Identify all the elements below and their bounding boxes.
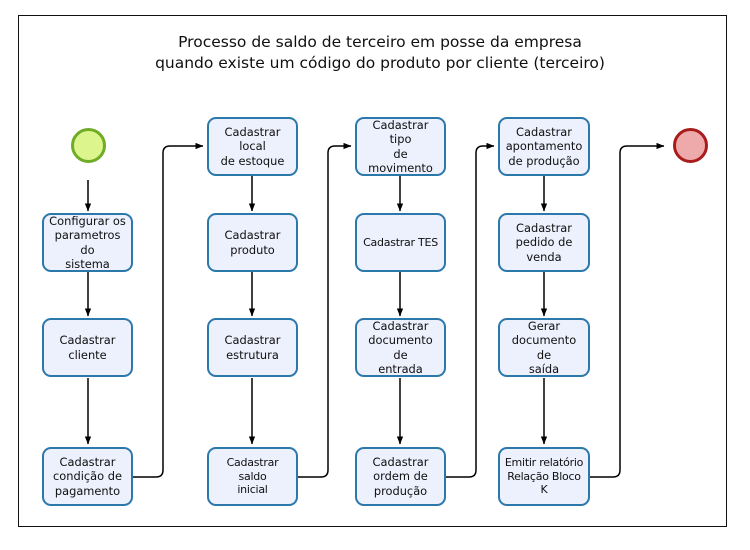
node-cadastrar-cliente[interactable]: Cadastrar cliente: [42, 318, 133, 377]
end-event[interactable]: [673, 128, 708, 163]
node-cadastrar-saldo-inicial[interactable]: Cadastrar saldo inicial: [207, 447, 298, 506]
node-cadastrar-tipo-movimento[interactable]: Cadastrar tipo de movimento: [355, 117, 446, 176]
node-emitir-relatorio-bloco-k[interactable]: Emitir relatório Relação Bloco K: [498, 447, 590, 506]
node-cadastrar-tes[interactable]: Cadastrar TES: [355, 213, 446, 272]
node-cadastrar-ordem-producao[interactable]: Cadastrar ordem de produção: [355, 447, 446, 506]
node-gerar-documento-saida[interactable]: Gerar documento de saída: [498, 318, 590, 377]
node-cadastrar-local-estoque[interactable]: Cadastrar local de estoque: [207, 117, 298, 176]
node-cadastrar-documento-entrada[interactable]: Cadastrar documento de entrada: [355, 318, 446, 377]
start-event[interactable]: [71, 128, 106, 163]
node-cadastrar-condicao-pagamento[interactable]: Cadastrar condição de pagamento: [42, 447, 133, 506]
node-configurar-parametros[interactable]: Configurar os parametros do sistema: [42, 213, 133, 272]
node-cadastrar-apontamento-producao[interactable]: Cadastrar apontamento de produção: [498, 117, 590, 176]
node-cadastrar-produto[interactable]: Cadastrar produto: [207, 213, 298, 272]
page-title: Processo de saldo de terceiro em posse d…: [155, 33, 605, 72]
node-cadastrar-pedido-venda[interactable]: Cadastrar pedido de venda: [498, 213, 590, 272]
node-cadastrar-estrutura[interactable]: Cadastrar estrutura: [207, 318, 298, 377]
